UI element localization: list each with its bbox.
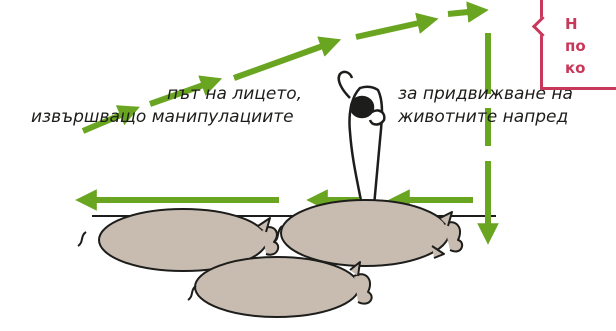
pig-top-view-icon: [274, 200, 462, 266]
caption-left-line1: път на лицето,: [167, 84, 302, 104]
callout-line2: по: [565, 37, 586, 55]
caption-left-line2: извършващо манипулациите: [31, 107, 294, 127]
caption-right-line2: животните напред: [398, 107, 568, 127]
callout-line3: ко: [565, 59, 586, 77]
callout-box: Н по ко: [540, 0, 616, 90]
path-arrow-up-3: [234, 43, 331, 78]
path-arrow-up-5: [448, 11, 478, 14]
person-top-view-icon: [339, 72, 385, 206]
callout-line1: Н: [565, 15, 578, 33]
pig-herd: [78, 200, 462, 317]
path-arrow-up-4: [356, 21, 428, 37]
